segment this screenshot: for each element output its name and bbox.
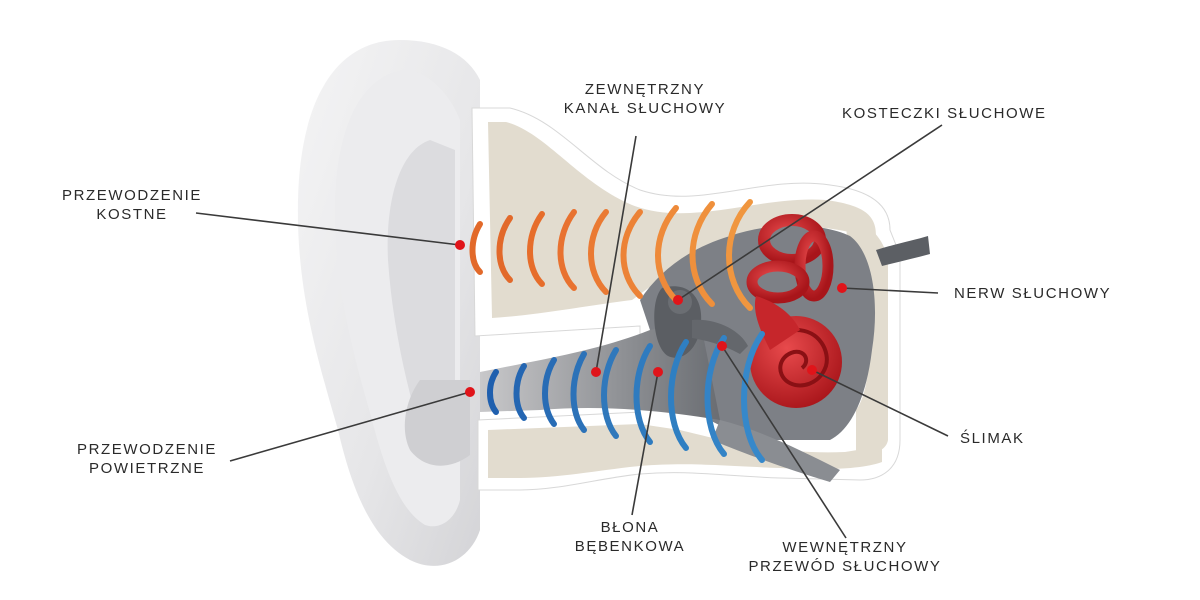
leader-lines [195,124,949,539]
label-auditory-nerve-line1: NERW SŁUCHOWY [954,285,1112,302]
dot-bone-conduction [455,240,465,250]
dot-air-conduction [465,387,475,397]
label-bone-conduction-line1: PRZEWODZENIE [61,187,203,204]
label-eardrum-line1: BŁONA [600,519,660,536]
label-ossicles: KOSTECZKI SŁUCHOWE [842,104,1047,123]
leader-cochlea [811,369,949,437]
cochlea-shape [750,296,842,408]
dot-auditory-nerve [837,283,847,293]
leader-eardrum [631,371,659,516]
dot-eardrum [653,367,663,377]
bone-conduction-waves [469,199,753,311]
eustachian-tube [712,420,840,482]
label-external-canal-line2: KANAŁ SŁUCHOWY [563,100,727,117]
leader-air-conduction [229,391,471,462]
label-air-conduction: PRZEWODZENIE POWIETRZNE [62,440,232,478]
label-auditory-nerve: NERW SŁUCHOWY [954,284,1111,303]
leader-external-canal [595,135,637,373]
air-conduction-waves [487,331,765,463]
label-internal-canal: WEWNĘTRZNY PRZEWÓD SŁUCHOWY [740,538,950,576]
label-eardrum-line2: BĘBENKOWA [574,538,686,555]
label-bone-conduction-line2: KOSTNE [96,206,168,223]
label-cochlea: ŚLIMAK [960,429,1025,448]
dot-internal-canal [717,341,727,351]
label-air-conduction-line1: PRZEWODZENIE [76,441,218,458]
inner-ear-shape [746,214,834,304]
leader-auditory-nerve [841,287,939,294]
label-cochlea-line1: ŚLIMAK [960,430,1025,447]
dot-ossicles [673,295,683,305]
dot-external-canal [591,367,601,377]
leader-bone-conduction [195,212,461,246]
dot-cochlea [807,365,817,375]
label-ossicles-line1: KOSTECZKI SŁUCHOWE [842,105,1047,122]
leader-ossicles [677,124,943,301]
label-internal-canal-line1: WEWNĘTRZNY [782,539,908,556]
label-bone-conduction: PRZEWODZENIE KOSTNE [52,186,212,224]
label-air-conduction-line2: POWIETRZNE [89,460,205,477]
label-eardrum: BŁONA BĘBENKOWA [560,518,700,556]
pointer-dots [455,240,847,397]
pinna [297,40,480,566]
label-internal-canal-line2: PRZEWÓD SŁUCHOWY [748,558,942,575]
label-external-canal-line1: ZEWNĘTRZNY [584,81,706,98]
auditory-nerve-shape [876,236,930,266]
label-external-canal: ZEWNĘTRZNY KANAŁ SŁUCHOWY [550,80,740,118]
leader-internal-canal [721,345,847,539]
